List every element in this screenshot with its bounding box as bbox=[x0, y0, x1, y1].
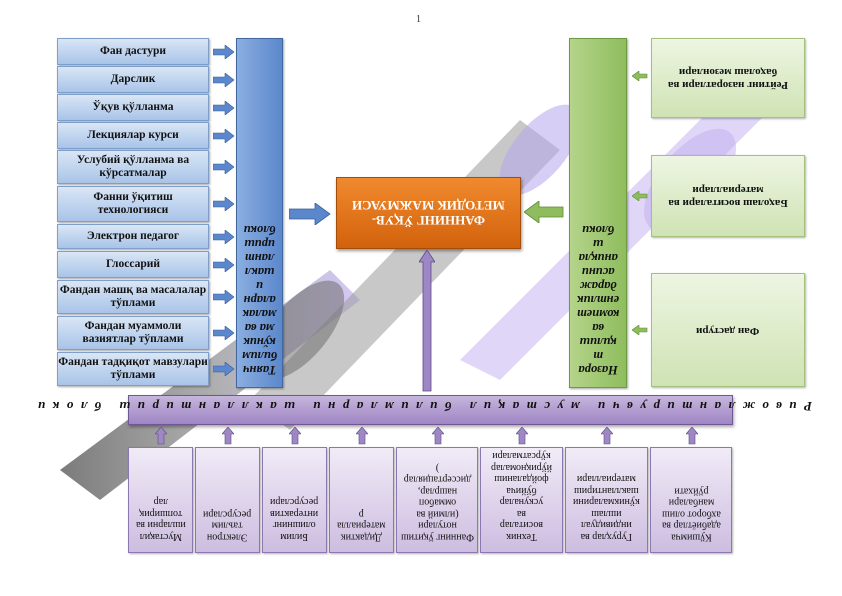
arrow-up-icon bbox=[356, 427, 368, 445]
left-item-1: Дарслик bbox=[57, 66, 209, 93]
left-item-8: Фандан машқ ва масалалар тўплами bbox=[57, 280, 209, 314]
left-item-5: Фанни ўқитиш технологияси bbox=[57, 186, 209, 222]
arrow-right-icon bbox=[213, 73, 235, 87]
arrow-right-icon bbox=[213, 129, 235, 143]
knowledge-skills-block: Таянч билим кўник ма ва малак аларн и ша… bbox=[236, 38, 283, 388]
arrow-left-icon bbox=[632, 191, 648, 201]
right-item-0: Рейтинг назоратлари ва баҳолаш мезонлари bbox=[651, 38, 805, 118]
assessment-block: Назора т қилиш ва компет ентлик дараж ас… bbox=[569, 38, 627, 388]
arrow-left-icon bbox=[524, 201, 564, 223]
left-item-4: Услубий қўлланма ва кўрсатмалар bbox=[57, 150, 209, 184]
bottom-item-7: Кўшимча адабиётлар ва ахборот олиш манба… bbox=[650, 447, 732, 553]
arrow-up-icon bbox=[419, 250, 435, 392]
independent-learning-band-label: Ривожлантирувчи мустақил билимларни шакл… bbox=[30, 399, 812, 414]
arrow-right-icon bbox=[213, 45, 235, 59]
arrow-up-icon bbox=[686, 427, 698, 445]
arrow-right-icon bbox=[213, 160, 235, 174]
bottom-item-4: Фаннинг ўқитиш нотулари (илмий ва оммабо… bbox=[396, 447, 478, 553]
arrow-up-icon bbox=[155, 427, 167, 445]
arrow-right-icon bbox=[213, 197, 235, 211]
independent-learning-band bbox=[128, 395, 733, 425]
arrow-up-icon bbox=[289, 427, 301, 445]
arrow-up-icon bbox=[222, 427, 234, 445]
bottom-item-2: Билим олишнинг интерактив ресурслари bbox=[262, 447, 327, 553]
bottom-item-0: Мустақил ишларни ва топшириқ лар bbox=[128, 447, 193, 553]
left-item-0: Фан дастури bbox=[57, 38, 209, 65]
left-item-3: Лекциялар курси bbox=[57, 122, 209, 149]
bottom-item-3: Дидактик материалла р bbox=[329, 447, 394, 553]
bottom-item-6: Гуруҳлар ва индивидуал ишлаш кўникмалари… bbox=[565, 447, 648, 553]
arrow-left-icon bbox=[632, 325, 648, 335]
left-item-6: Электрон педагог bbox=[57, 224, 209, 249]
arrow-right-icon bbox=[213, 258, 235, 272]
left-item-2: Ўқув қўлланма bbox=[57, 94, 209, 121]
center-title: ФАННИНГ ЎҚУВ- МЕТОДИК МАЖМУАСИ bbox=[352, 198, 505, 228]
bottom-item-5: Техник воситалар ва ускуналар бўйича фой… bbox=[480, 447, 563, 553]
arrow-right-icon bbox=[213, 101, 235, 115]
center-title-box: ФАННИНГ ЎҚУВ- МЕТОДИК МАЖМУАСИ bbox=[336, 177, 521, 249]
assessment-block-text: Назора т қилиш ва компет ентлик дараж ас… bbox=[576, 223, 620, 377]
arrow-up-icon bbox=[601, 427, 613, 445]
arrow-right-icon bbox=[213, 290, 235, 304]
arrow-right-icon bbox=[213, 362, 235, 376]
left-item-7: Глоссарий bbox=[57, 251, 209, 278]
arrow-left-icon bbox=[632, 71, 648, 81]
left-item-9: Фандан муаммоли вазиятлар тўплами bbox=[57, 316, 209, 350]
arrow-up-icon bbox=[432, 427, 444, 445]
right-item-2: Фан дастури bbox=[651, 273, 805, 387]
arrow-right-icon bbox=[289, 203, 331, 225]
left-item-10: Фандан тадқиқот мавзулари тўплами bbox=[57, 352, 209, 386]
right-item-1: Баҳолаш воситалари ва материаллари bbox=[651, 155, 805, 237]
arrow-right-icon bbox=[213, 326, 235, 340]
page-number: 1 bbox=[416, 14, 421, 25]
bottom-item-1: Электрон таълим ресурслари bbox=[195, 447, 260, 553]
arrow-right-icon bbox=[213, 230, 235, 244]
knowledge-skills-block-text: Таянч билим кўник ма ва малак аларн и ша… bbox=[241, 223, 278, 377]
arrow-up-icon bbox=[516, 427, 528, 445]
